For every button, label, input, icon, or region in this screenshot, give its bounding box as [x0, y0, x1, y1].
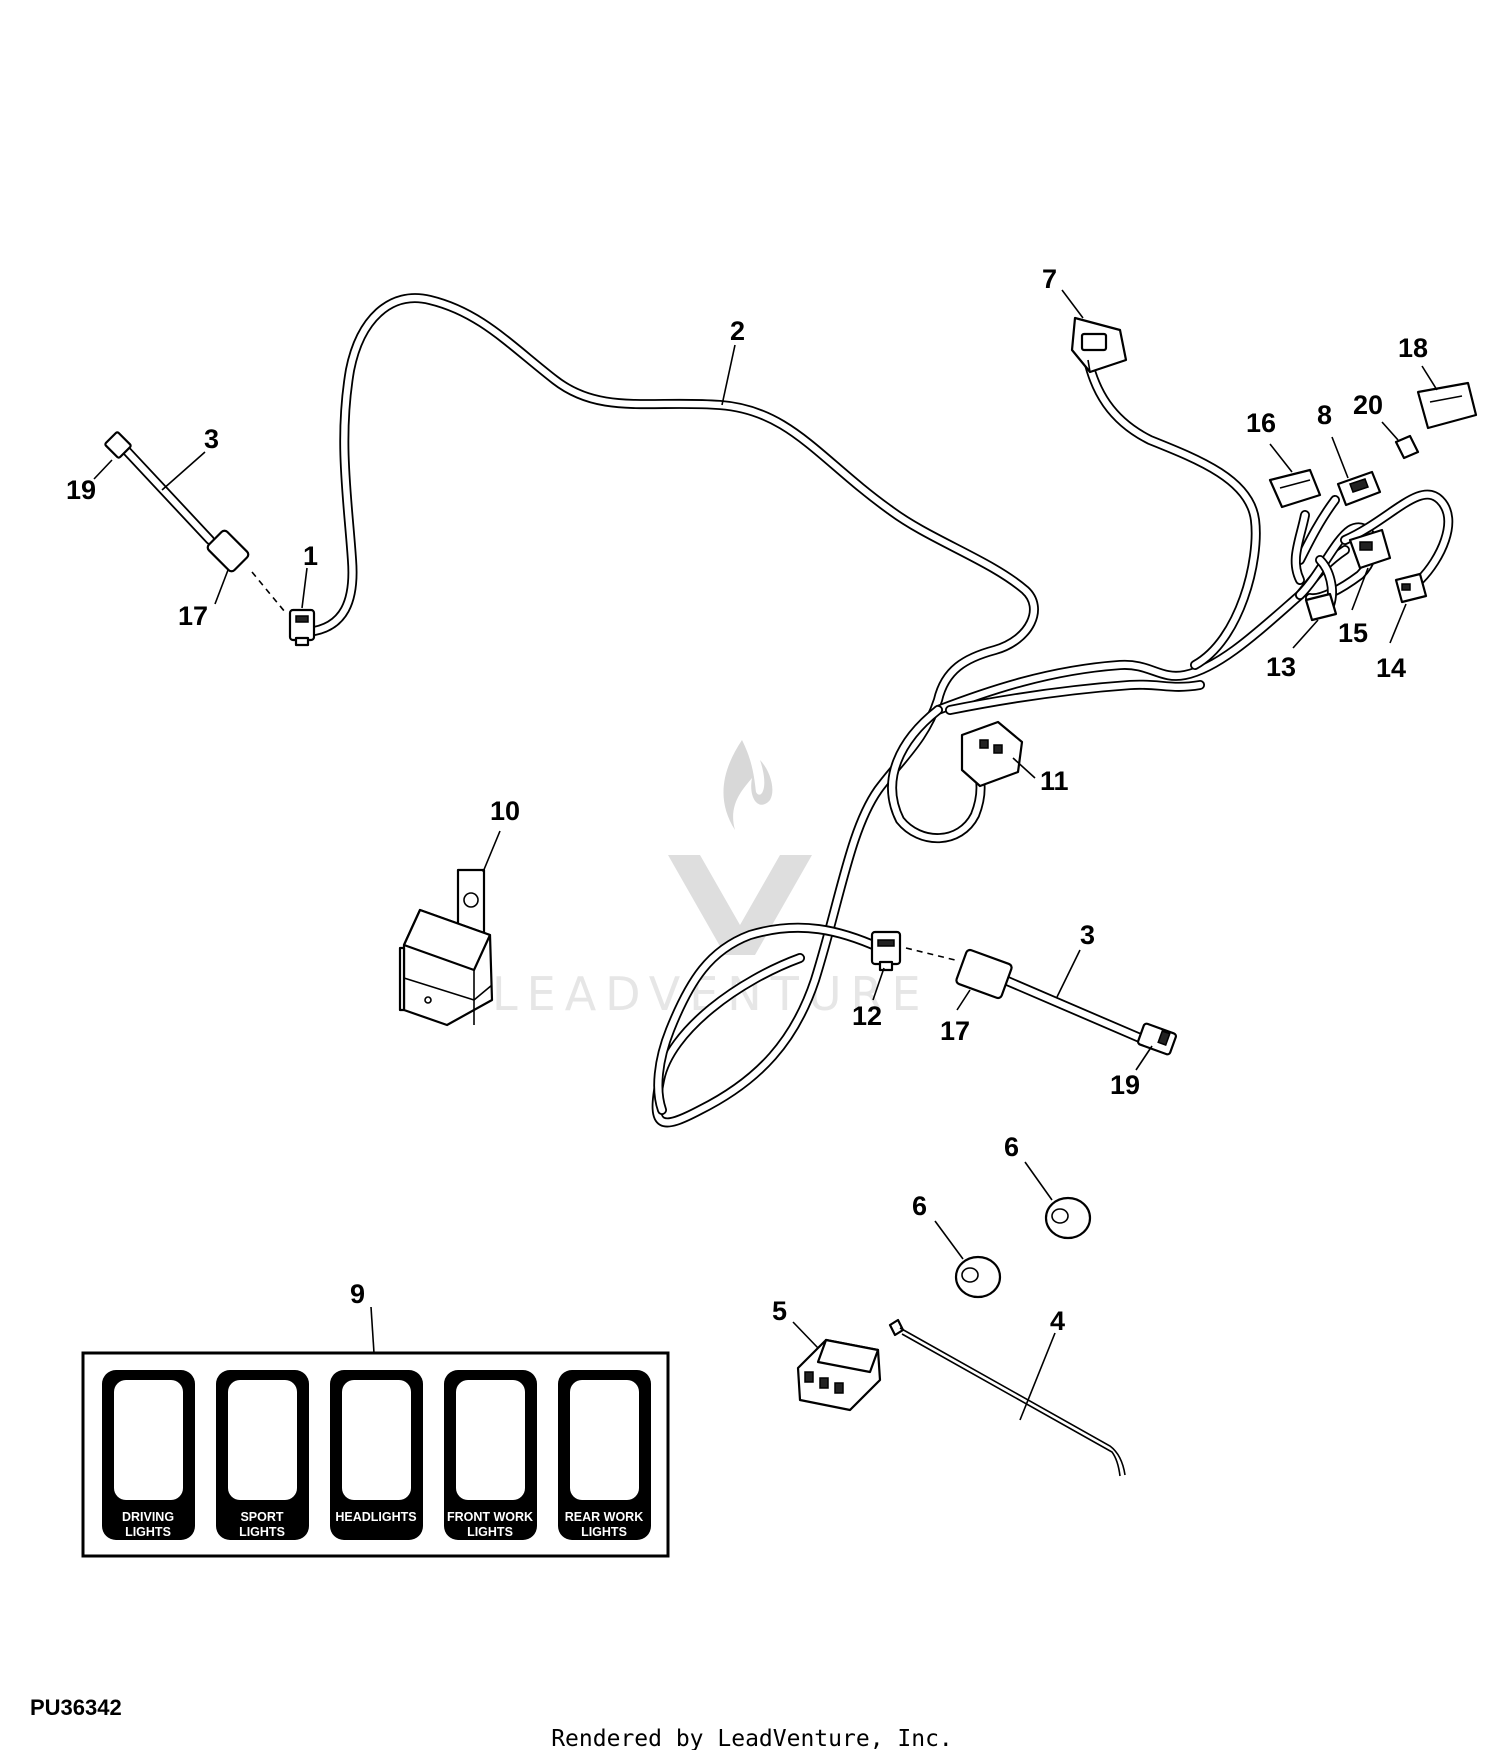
decal-switch-1: DRIVING LIGHTS [102, 1370, 195, 1540]
callout-19-upper: 19 [66, 475, 96, 505]
callout-13: 13 [1266, 652, 1296, 682]
decal-label-headlights-1: HEADLIGHTS [335, 1510, 416, 1524]
decal-switch-5: REAR WORK LIGHTS [558, 1370, 651, 1540]
callout-2: 2 [730, 316, 745, 346]
callout-11: 11 [1040, 766, 1069, 796]
callout-numbers: 1 2 3 3 4 5 6 6 7 8 9 10 11 12 13 14 15 … [66, 264, 1428, 1336]
callout-3-upper: 3 [204, 424, 219, 454]
decal-label-sport-1: SPORT [240, 1510, 283, 1524]
connector-15 [1348, 528, 1392, 570]
callout-10: 10 [490, 796, 520, 826]
connector-12 [870, 930, 902, 972]
decal-switch-4: FRONT WORK LIGHTS [444, 1370, 537, 1540]
relay-10 [398, 868, 494, 1027]
callout-17-upper: 17 [178, 601, 208, 631]
decal-label-rear-work-2: LIGHTS [581, 1525, 627, 1539]
callout-7: 7 [1042, 264, 1057, 294]
adapter-harness-3-lower [905, 947, 1177, 1056]
callout-16: 16 [1246, 408, 1276, 438]
decal-label-front-work-1: FRONT WORK [447, 1510, 533, 1524]
leader-lines [93, 289, 1438, 1421]
leadventure-watermark: LEADVENTURE [492, 740, 921, 1021]
grommet-6-right [1044, 1196, 1092, 1240]
decal-label-sport-2: LIGHTS [239, 1525, 285, 1539]
decal-switch-2: SPORT LIGHTS [216, 1370, 309, 1540]
decal-switch-3: HEADLIGHTS [330, 1370, 423, 1540]
cable-tie-4 [888, 1318, 1126, 1477]
connector-14 [1394, 572, 1428, 604]
callout-14: 14 [1376, 653, 1406, 683]
connector-1 [288, 608, 316, 647]
decal-label-rear-work-1: REAR WORK [565, 1510, 643, 1524]
grommet-6-left [954, 1255, 1002, 1299]
callout-20: 20 [1353, 390, 1383, 420]
connector-16 [1268, 468, 1322, 509]
callout-12: 12 [852, 1001, 882, 1031]
callout-8: 8 [1317, 400, 1332, 430]
decal-label-driving-2: LIGHTS [125, 1525, 171, 1539]
callout-18: 18 [1398, 333, 1428, 363]
figure-id: PU36342 [30, 1695, 122, 1720]
rocker-switch-5 [796, 1338, 882, 1412]
fuse-20 [1394, 434, 1420, 460]
callout-5: 5 [772, 1296, 787, 1326]
adapter-harness-3-upper [104, 431, 286, 613]
callout-6-right: 6 [1004, 1132, 1019, 1162]
connector-18 [1416, 381, 1478, 430]
connector-13 [1304, 592, 1338, 622]
switch-decal-9: DRIVING LIGHTS SPORT LIGHTS HEADLIGHTS F… [81, 1351, 670, 1558]
callout-15: 15 [1338, 618, 1368, 648]
connector-11 [960, 720, 1024, 788]
connector-8 [1336, 470, 1382, 507]
connector-7 [1070, 316, 1128, 374]
callout-17-lower: 17 [940, 1016, 970, 1046]
decal-label-driving-1: DRIVING [122, 1510, 174, 1524]
decal-label-front-work-2: LIGHTS [467, 1525, 513, 1539]
callout-3-lower: 3 [1080, 920, 1095, 950]
callout-9: 9 [350, 1279, 365, 1309]
render-credit: Rendered by LeadVenture, Inc. [551, 1726, 953, 1750]
callout-19-lower: 19 [1110, 1070, 1140, 1100]
callout-6-left: 6 [912, 1191, 927, 1221]
callout-1: 1 [303, 541, 318, 571]
callout-4: 4 [1050, 1306, 1065, 1336]
